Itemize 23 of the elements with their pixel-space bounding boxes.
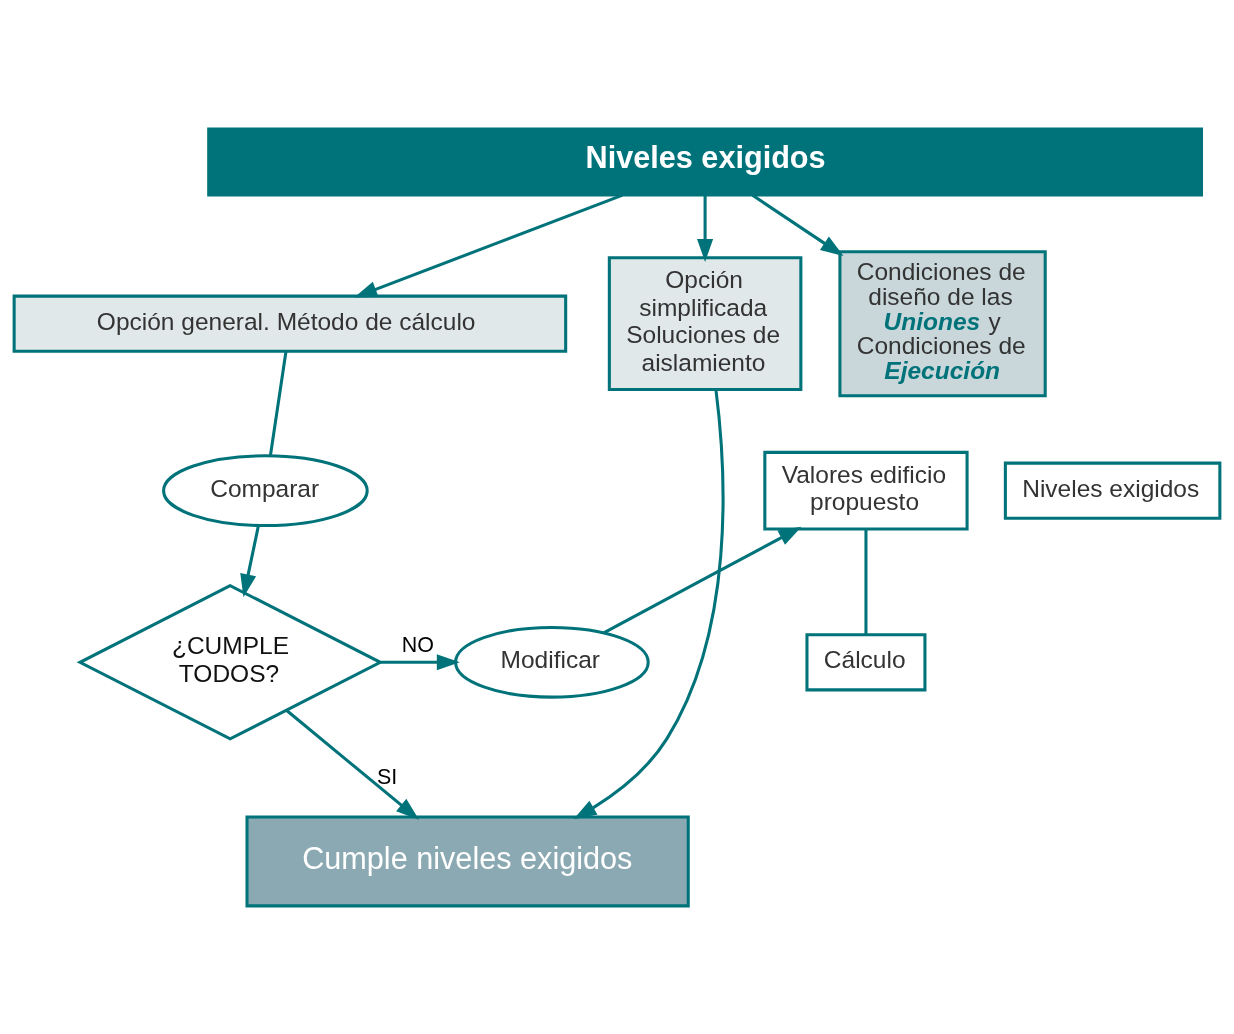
arrow — [285, 708, 419, 820]
node-box: Opción general. Método de cálculo — [12, 294, 568, 353]
edge-label: NO — [401, 632, 434, 657]
arrow — [697, 195, 714, 262]
arrow — [573, 388, 725, 819]
node-box: Valores edificio propuesto — [763, 450, 969, 530]
arrow — [603, 526, 802, 634]
node-box: Cumple niveles exigidos — [245, 815, 690, 907]
arrow — [354, 193, 624, 298]
node-box: Niveles exigidos — [207, 127, 1203, 197]
node-box: Cálculo — [805, 632, 927, 691]
node-ellipse: Modificar — [454, 625, 650, 699]
arrow — [380, 653, 460, 670]
node-box: Opción simplificada Soluciones de aislamiento — [607, 255, 803, 391]
arrow — [751, 193, 844, 256]
node-box: Niveles exigidos — [1003, 461, 1222, 520]
node-box: Condiciones de diseño de las Uniones y Condiciones de Ejecución — [838, 249, 1047, 397]
connector — [864, 528, 868, 634]
node-diamond: ¿CUMPLE TODOS? — [76, 583, 384, 741]
node-ellipse: Comparar — [162, 453, 369, 527]
connector — [268, 350, 288, 456]
arrow — [240, 524, 260, 597]
edge-label: SI — [377, 764, 398, 789]
